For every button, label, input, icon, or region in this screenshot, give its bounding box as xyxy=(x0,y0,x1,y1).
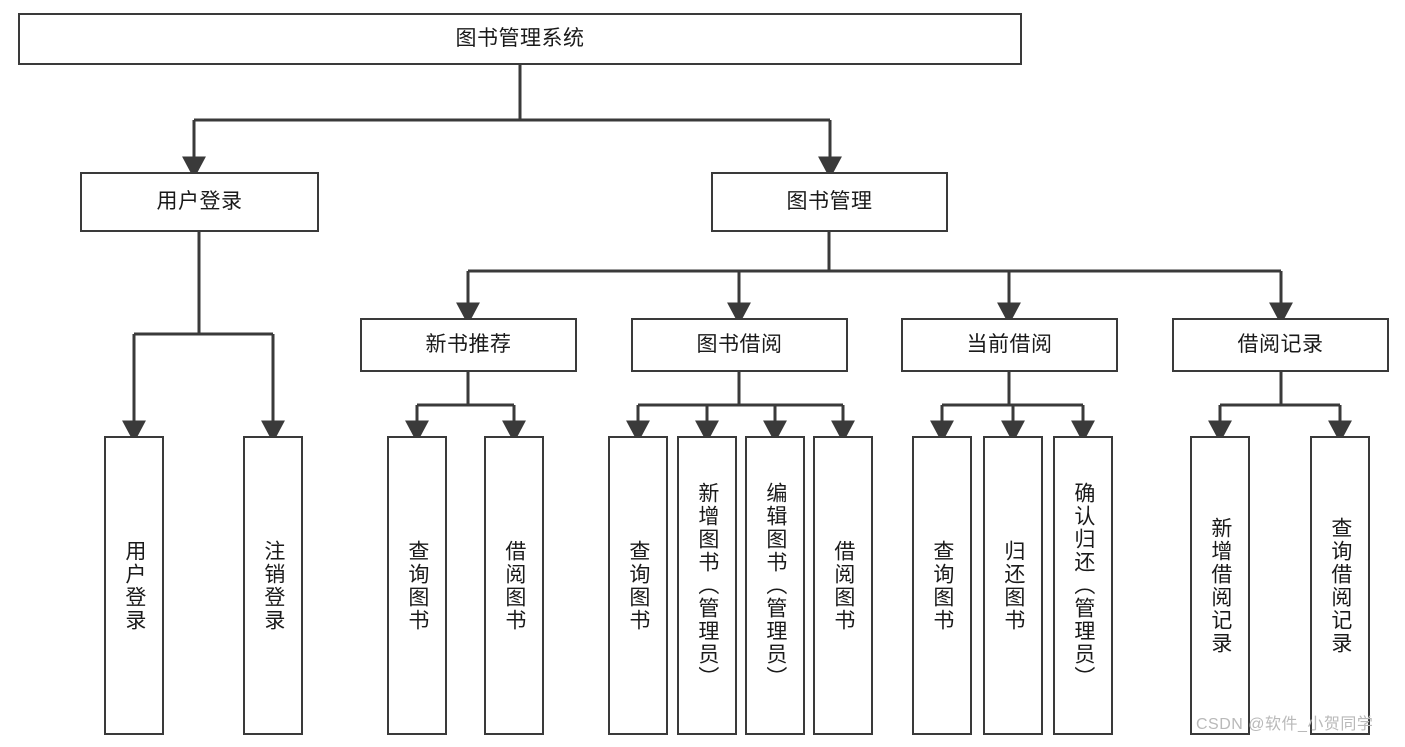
node-label: 图书管理系统 xyxy=(455,27,585,51)
node-label: 新增借阅记录 xyxy=(1208,516,1232,655)
node-label: 查询图书 xyxy=(626,539,650,632)
leaf-query-book-borrow[interactable]: 查询图书 xyxy=(608,436,668,735)
leaf-query-book-current[interactable]: 查询图书 xyxy=(912,436,972,735)
node-label: 借阅图书 xyxy=(831,539,855,632)
node-label: 图书管理 xyxy=(786,190,873,214)
node-label: 新增图书（管理员） xyxy=(695,482,719,689)
node-label: 查询图书 xyxy=(930,539,954,632)
leaf-logout[interactable]: 注销登录 xyxy=(243,436,303,735)
node-label: 图书借阅 xyxy=(696,333,783,357)
leaf-borrow-book-newbook[interactable]: 借阅图书 xyxy=(484,436,544,735)
node-label: 注销登录 xyxy=(261,539,285,632)
node-label: 借阅记录 xyxy=(1237,333,1324,357)
node-label: 确认归还（管理员） xyxy=(1071,482,1095,689)
leaf-user-login[interactable]: 用户登录 xyxy=(104,436,164,735)
node-user-login[interactable]: 用户登录 xyxy=(80,172,319,232)
node-borrow-record[interactable]: 借阅记录 xyxy=(1172,318,1389,372)
node-current-borrow[interactable]: 当前借阅 xyxy=(901,318,1118,372)
leaf-query-book-newbook[interactable]: 查询图书 xyxy=(387,436,447,735)
leaf-edit-book-admin[interactable]: 编辑图书（管理员） xyxy=(745,436,805,735)
node-new-book-recommend[interactable]: 新书推荐 xyxy=(360,318,577,372)
node-label: 用户登录 xyxy=(122,539,146,632)
node-label: 新书推荐 xyxy=(425,333,512,357)
leaf-return-book[interactable]: 归还图书 xyxy=(983,436,1043,735)
leaf-query-borrow-record[interactable]: 查询借阅记录 xyxy=(1310,436,1370,735)
node-label: 归还图书 xyxy=(1001,539,1025,632)
node-book-borrow[interactable]: 图书借阅 xyxy=(631,318,848,372)
node-label: 当前借阅 xyxy=(966,333,1053,357)
node-label: 用户登录 xyxy=(156,190,243,214)
node-root[interactable]: 图书管理系统 xyxy=(18,13,1022,65)
node-label: 借阅图书 xyxy=(502,539,526,632)
node-book-management[interactable]: 图书管理 xyxy=(711,172,948,232)
leaf-add-borrow-record[interactable]: 新增借阅记录 xyxy=(1190,436,1250,735)
node-label: 编辑图书（管理员） xyxy=(763,482,787,689)
node-label: 查询图书 xyxy=(405,539,429,632)
leaf-confirm-return-admin[interactable]: 确认归还（管理员） xyxy=(1053,436,1113,735)
leaf-borrow-book[interactable]: 借阅图书 xyxy=(813,436,873,735)
node-label: 查询借阅记录 xyxy=(1328,516,1352,655)
leaf-add-book-admin[interactable]: 新增图书（管理员） xyxy=(677,436,737,735)
